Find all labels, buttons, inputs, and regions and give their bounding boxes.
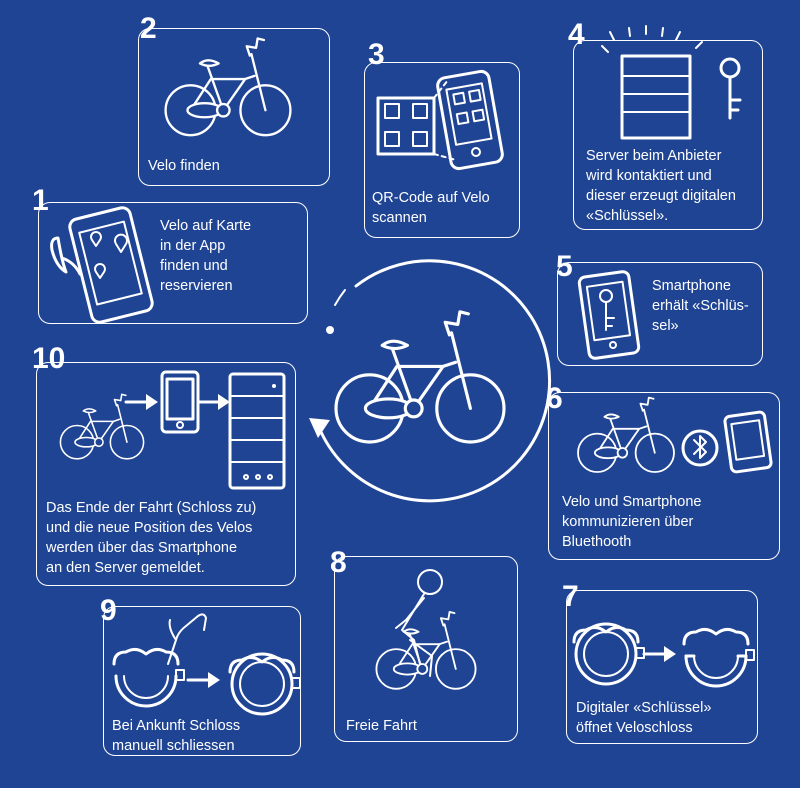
map-pin-icon <box>90 231 128 279</box>
step-box-2 <box>138 28 330 186</box>
step-number-4: 4 <box>568 18 585 51</box>
server-icon <box>228 372 286 490</box>
step-text-10: Das Ende der Fahrt (Schloss zu) und die … <box>46 500 257 576</box>
lock-icon <box>682 627 755 688</box>
step-number-3: 3 <box>368 38 385 71</box>
step-text-6: Velo und Smartphone kommunizieren über B… <box>562 494 702 550</box>
step-box-1 <box>38 202 308 324</box>
step-text-5: Smartphone erhält «Schlüs- sel» <box>652 278 749 334</box>
step-number-9: 9 <box>100 594 117 627</box>
smartphone-icon <box>723 410 773 474</box>
step-box-7 <box>566 590 758 744</box>
step-text-1: Velo auf Karte in der App finden und res… <box>160 218 252 294</box>
step-number-6: 6 <box>546 382 563 415</box>
key-icon <box>599 289 615 331</box>
rider-icon <box>395 569 443 677</box>
step-text-2: Velo finden <box>148 158 220 174</box>
smartphone-icon <box>50 206 154 324</box>
hand-icon <box>167 613 207 665</box>
step-number-1: 1 <box>32 184 49 217</box>
step-box-5 <box>557 262 763 366</box>
step-box-9 <box>103 606 301 756</box>
server-icon <box>601 25 703 140</box>
smartphone-icon <box>577 270 641 360</box>
step-number-2: 2 <box>140 12 157 45</box>
smartphone-icon <box>436 69 504 171</box>
step-number-10: 10 <box>32 342 66 375</box>
bicycle-icon <box>334 310 506 444</box>
bluetooth-icon <box>681 429 719 467</box>
step-box-4 <box>573 40 763 230</box>
step-number-5: 5 <box>556 250 573 283</box>
qr-code-icon <box>376 79 457 161</box>
step-text-7: Digitaler «Schlüssel» öffnet Veloschloss <box>576 700 712 736</box>
key-icon <box>719 57 742 120</box>
cycle-arrow-icon <box>309 259 551 503</box>
step-text-9: Bei Ankunft Schloss manuell schliessen <box>112 718 241 754</box>
step-number-7: 7 <box>562 580 579 613</box>
step-box-10 <box>36 362 296 586</box>
step-text-8: Freie Fahrt <box>346 718 417 734</box>
step-text-3: QR-Code auf Velo scannen <box>372 190 490 226</box>
step-text-4: Server beim Anbieter wird kontaktiert un… <box>586 148 736 224</box>
step-box-3 <box>364 62 520 238</box>
step-number-8: 8 <box>330 546 347 579</box>
step-box-8 <box>334 556 518 742</box>
step-box-6 <box>548 392 780 560</box>
